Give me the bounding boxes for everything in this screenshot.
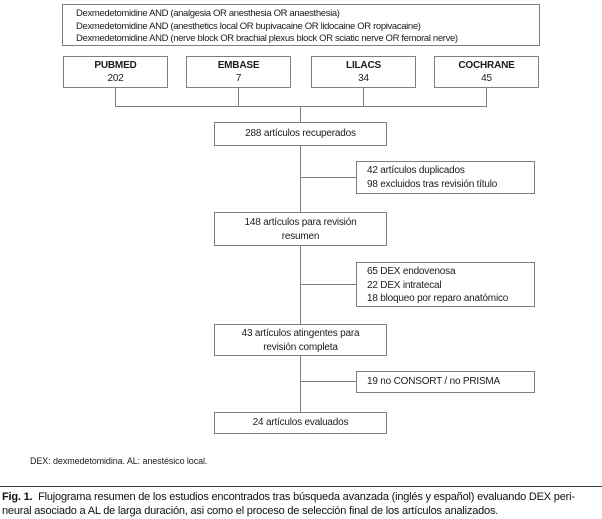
exclusion-box-not-perineural: 65 DEX endovenosa 22 DEX intratecal 18 b… <box>356 262 535 307</box>
search-query-line-2: Dexmedetomidine AND (anesthetics local O… <box>76 20 421 32</box>
caption-line-1: Fig. 1. Flujograma resumen de los estudi… <box>2 491 600 505</box>
stage-box-title-review: 148 artículos para revisión resumen <box>214 212 387 246</box>
exclusion-line: 22 DEX intratecal <box>367 279 442 291</box>
connector-title-review-to-full-review <box>300 246 301 324</box>
connector-stub-embase <box>238 88 239 107</box>
connector-collector-line <box>115 106 487 107</box>
connector-drop-to-recovered <box>300 107 301 122</box>
connector-full-review-to-evaluated <box>300 356 301 412</box>
database-box-embase: EMBASE 7 <box>186 56 291 88</box>
exclusion-line: 19 no CONSORT / no PRISMA <box>367 376 501 387</box>
database-box-pubmed: PUBMED 202 <box>63 56 168 88</box>
database-count: 202 <box>107 73 124 84</box>
stage-box-recovered: 288 artículos recuperados <box>214 122 387 146</box>
exclusion-line: 65 DEX endovenosa <box>367 266 456 277</box>
database-count: 7 <box>235 73 242 84</box>
search-query-box: Dexmedetomidine AND (analgesia OR anesth… <box>62 4 540 46</box>
stage-line: resumen <box>281 231 320 242</box>
stage-box-evaluated: 24 artículos evaluados <box>214 412 387 434</box>
exclusion-line: 18 bloqueo por reparo anatómico <box>367 293 509 304</box>
database-name: PUBMED <box>94 60 137 71</box>
stage-line: 43 artículos atingentes para <box>241 328 360 339</box>
connector-stub-lilacs <box>363 88 364 107</box>
database-name: COCHRANE <box>458 60 515 71</box>
database-box-cochrane: COCHRANE 45 <box>434 56 539 88</box>
exclusion-line: 98 excluidos tras revisión título <box>367 179 498 190</box>
connector-branch-exclusion-3 <box>301 381 356 382</box>
search-query-line-3: Dexmedetomidine AND (nerve block OR brac… <box>76 33 458 45</box>
database-count: 45 <box>481 73 492 84</box>
connector-branch-exclusion-2 <box>301 284 356 285</box>
connector-branch-exclusion-1 <box>301 177 356 178</box>
search-query-line-1: Dexmedetomidine AND (analgesia OR anesth… <box>76 8 340 19</box>
database-name: LILACS <box>346 60 381 71</box>
connector-stub-cochrane <box>486 88 487 107</box>
database-count: 34 <box>358 73 369 84</box>
figure-caption: Fig. 1. Flujograma resumen de los estudi… <box>2 491 600 518</box>
stage-line: 148 artículos para revisión <box>244 217 357 228</box>
caption-label: Fig. 1. <box>2 491 33 503</box>
caption-text-1: Flujograma resumen de los estudios encon… <box>38 491 575 503</box>
stage-line: revisión completa <box>263 342 338 353</box>
abbreviations-footnote: DEX: dexmedetomidina. AL: anestésico loc… <box>30 456 208 466</box>
exclusion-line: 42 artículos duplicados <box>367 165 465 176</box>
exclusion-box-duplicates: 42 artículos duplicados 98 excluidos tra… <box>356 161 535 194</box>
exclusion-box-no-consort-prisma: 19 no CONSORT / no PRISMA <box>356 371 535 393</box>
caption-line-2: neural asociado a AL de larga duración, … <box>2 504 499 517</box>
caption-divider <box>0 486 602 487</box>
connector-recovered-to-title-review <box>300 146 301 212</box>
database-box-lilacs: LILACS 34 <box>311 56 416 88</box>
connector-stub-pubmed <box>115 88 116 107</box>
database-name: EMBASE <box>217 60 260 71</box>
stage-box-full-review: 43 artículos atingentes para revisión co… <box>214 324 387 356</box>
